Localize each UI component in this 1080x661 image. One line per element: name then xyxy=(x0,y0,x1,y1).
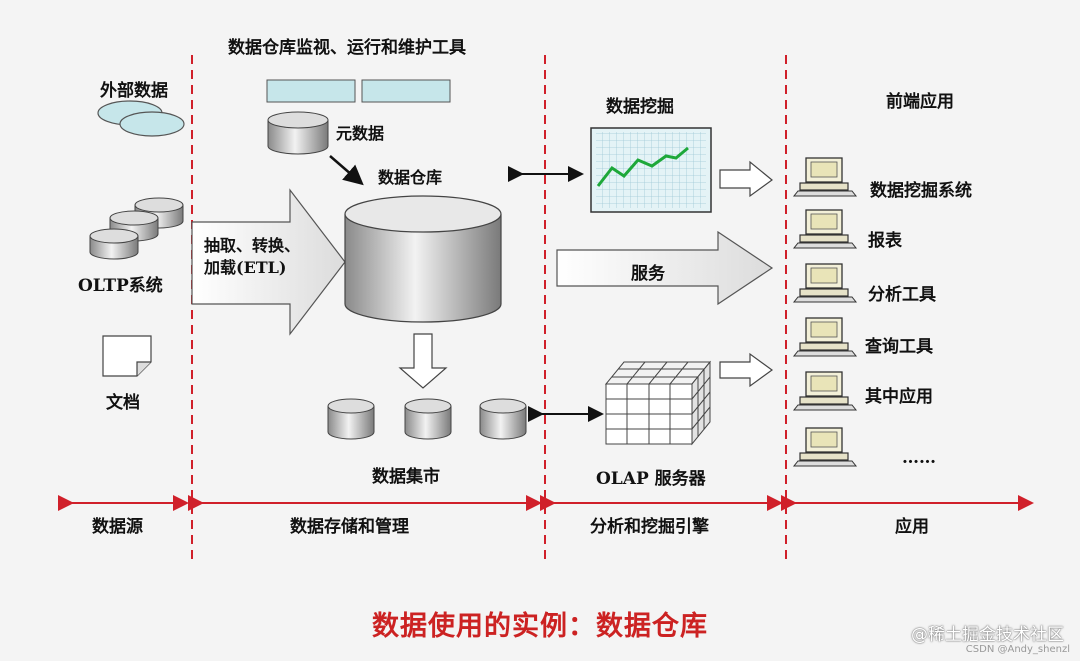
app-computer-icons xyxy=(792,157,858,467)
metadata-link-arrow xyxy=(329,155,364,186)
watermark: @稀土掘金技术社区 xyxy=(911,625,1064,645)
tool-bar xyxy=(266,79,356,103)
data-mart-cylinders xyxy=(327,398,527,440)
document-icon xyxy=(102,335,152,377)
service-arrow xyxy=(556,230,774,306)
etl-arrow xyxy=(191,188,346,336)
down-arrow xyxy=(398,333,448,389)
mining-to-app-arrow xyxy=(719,160,773,198)
metadata-label: 元数据 xyxy=(336,124,385,143)
oltp-database-icon xyxy=(89,197,184,260)
etl-label-line1: 抽取、转换、 xyxy=(204,236,301,255)
figure-caption: 数据使用的实例：数据仓库 xyxy=(372,611,708,642)
app-label-analysis: 分析工具 xyxy=(868,285,936,305)
app-label-mining: 数据挖掘系统 xyxy=(870,181,972,201)
section-label-engine: 分析和挖掘引擎 xyxy=(590,517,709,537)
mining-chart-icon xyxy=(590,127,712,213)
tools-title: 数据仓库监视、运行和维护工具 xyxy=(228,38,466,58)
app-label-report: 报表 xyxy=(868,231,902,251)
app-label-more: …… xyxy=(902,448,936,468)
tool-bar xyxy=(361,79,451,103)
app-label-other: 其中应用 xyxy=(865,387,933,407)
data-warehouse-cylinder xyxy=(344,195,502,323)
data-mart-label: 数据集市 xyxy=(372,467,440,487)
data-mining-label: 数据挖掘 xyxy=(606,97,674,117)
external-data-icon xyxy=(97,100,185,137)
frontend-title: 前端应用 xyxy=(886,92,954,112)
computer-icon xyxy=(792,427,858,467)
section-label-sources: 数据源 xyxy=(92,517,143,537)
etl-label-line2: 加载(ETL) xyxy=(204,258,287,277)
computer-icon xyxy=(792,317,858,357)
olap-to-app-arrow xyxy=(719,352,774,388)
documents-label: 文档 xyxy=(106,393,140,413)
olap-server-label: OLAP 服务器 xyxy=(596,469,706,489)
computer-icon xyxy=(792,209,858,249)
app-label-query: 查询工具 xyxy=(865,337,933,357)
section-label-apps: 应用 xyxy=(895,517,929,537)
section-label-storage: 数据存储和管理 xyxy=(290,517,409,537)
metadata-cylinder xyxy=(267,111,329,155)
external-data-label: 外部数据 xyxy=(100,81,168,101)
oltp-label: OLTP系统 xyxy=(78,276,163,296)
watermark-small: CSDN @Andy_shenzl xyxy=(965,644,1070,655)
computer-icon xyxy=(792,371,858,411)
olap-cube-icon xyxy=(604,360,712,446)
warehouse-label: 数据仓库 xyxy=(378,168,443,187)
computer-icon xyxy=(792,157,858,197)
service-label: 服务 xyxy=(631,264,665,284)
computer-icon xyxy=(792,263,858,303)
